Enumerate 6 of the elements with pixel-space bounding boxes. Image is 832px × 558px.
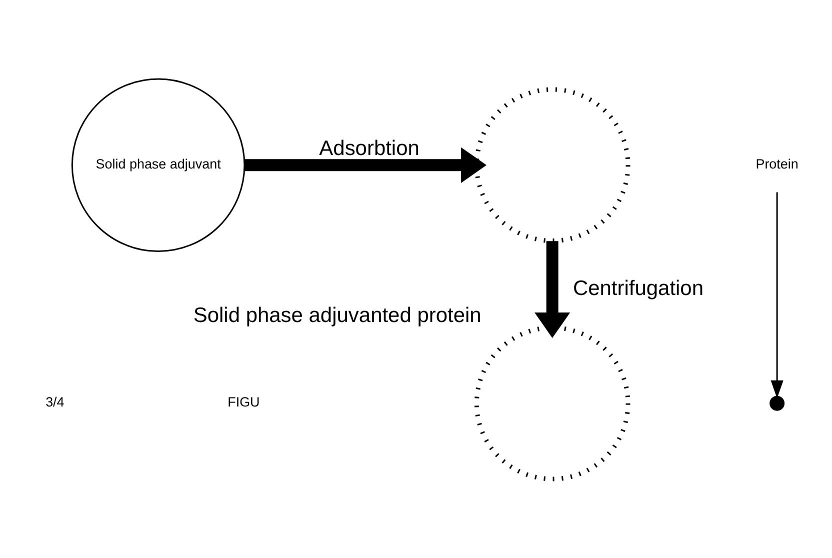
node-label: Solid phase adjuvanted protein	[193, 304, 482, 327]
edge-label: Centrifugation	[572, 277, 704, 300]
node-text: Protein	[756, 156, 798, 172]
label: 3/4	[46, 394, 64, 410]
edge-label: Adsorbtion	[319, 136, 420, 160]
label: FIGU	[228, 394, 260, 410]
